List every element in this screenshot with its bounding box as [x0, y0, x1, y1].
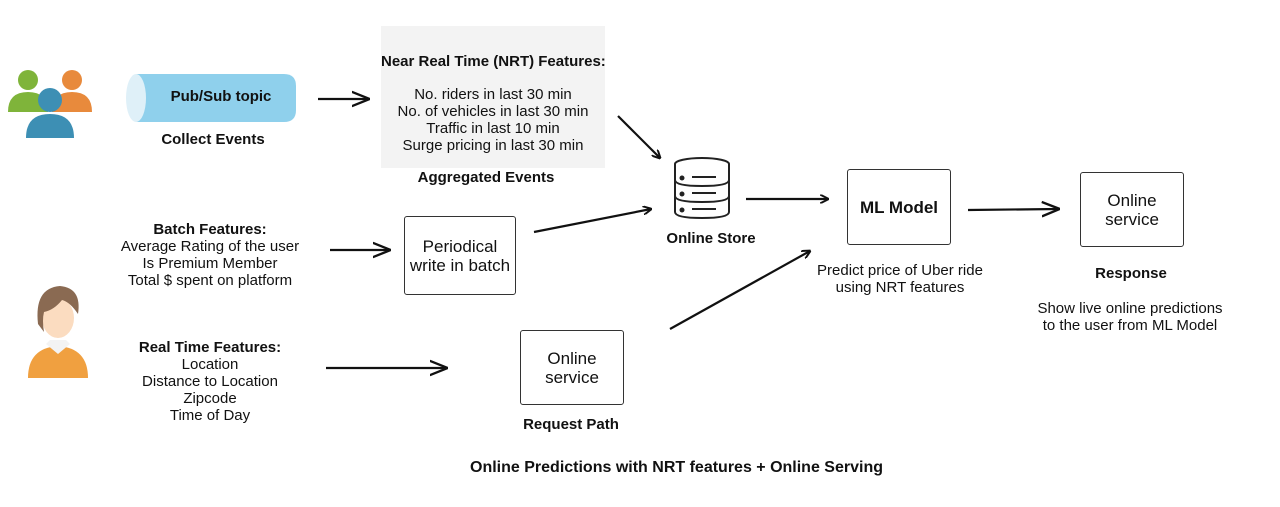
ml-model-label: ML Model: [859, 197, 939, 217]
users-group-icon: [8, 70, 92, 138]
request-path-caption: Request Path: [523, 416, 619, 433]
online-store-caption: Online Store: [666, 230, 756, 247]
realtime-feature-item: Location: [181, 356, 239, 373]
pubsub-topic-cylinder: Pub/Sub topic: [124, 74, 296, 122]
online-service-line1: Online: [547, 348, 597, 368]
response-description-line2: to the user from ML Model: [1042, 317, 1218, 334]
realtime-features-block: Real Time Features: Location Distance to…: [110, 339, 310, 424]
diagram-title: Online Predictions with NRT features + O…: [470, 459, 883, 476]
database-icon: [674, 157, 730, 220]
arrow-ml-to-service: [967, 209, 1058, 210]
periodical-write-box: Periodical write in batch: [404, 216, 516, 295]
ml-model-caption: Predict price of Uber ride using NRT fea…: [800, 262, 1000, 296]
pubsub-topic-label: Pub/Sub topic: [170, 88, 272, 105]
nrt-features-title: Near Real Time (NRT) Features:: [381, 53, 606, 70]
periodical-write-line1: Periodical: [422, 236, 498, 256]
arrow-periodical-to-store: [533, 209, 651, 234]
realtime-features-title: Real Time Features:: [138, 339, 282, 356]
nrt-features-panel: Near Real Time (NRT) Features: No. rider…: [381, 26, 606, 168]
batch-feature-item: Average Rating of the user: [120, 238, 300, 255]
nrt-feature-item: No. riders in last 30 min: [414, 86, 572, 103]
periodical-write-line2: write in batch: [409, 255, 511, 275]
online-service-line2: service: [1105, 209, 1159, 229]
batch-features-title: Batch Features:: [153, 221, 267, 238]
realtime-feature-item: Zipcode: [183, 390, 237, 407]
ml-model-caption-line2: using NRT features: [835, 279, 965, 296]
nrt-feature-item: No. of vehicles in last 30 min: [397, 103, 589, 120]
batch-features-block: Batch Features: Average Rating of the us…: [110, 221, 310, 289]
collect-events-caption: Collect Events: [161, 131, 265, 148]
batch-feature-item: Total $ spent on platform: [127, 272, 293, 289]
person-icon: [28, 286, 88, 378]
response-caption: Response: [1095, 265, 1167, 282]
nrt-feature-item: Traffic in last 10 min: [426, 120, 560, 137]
nrt-feature-item: Surge pricing in last 30 min: [402, 137, 584, 154]
online-service-line2: service: [545, 367, 599, 387]
arrow-nrt-to-store: [617, 115, 660, 158]
online-service-request-box: Online service: [520, 330, 624, 405]
batch-feature-item: Is Premium Member: [142, 255, 278, 272]
realtime-feature-item: Distance to Location: [142, 373, 278, 390]
online-service-response-box: Online service: [1080, 172, 1184, 247]
realtime-feature-item: Time of Day: [169, 407, 251, 424]
ml-model-box: ML Model: [847, 169, 951, 245]
ml-model-caption-line1: Predict price of Uber ride: [817, 262, 983, 279]
online-service-line1: Online: [1107, 190, 1157, 210]
response-description-line1: Show live online predictions: [1037, 300, 1223, 317]
arrow-service-to-ml: [669, 251, 810, 330]
response-description: Show live online predictions to the user…: [1030, 300, 1230, 334]
aggregated-events-caption: Aggregated Events: [417, 169, 555, 186]
